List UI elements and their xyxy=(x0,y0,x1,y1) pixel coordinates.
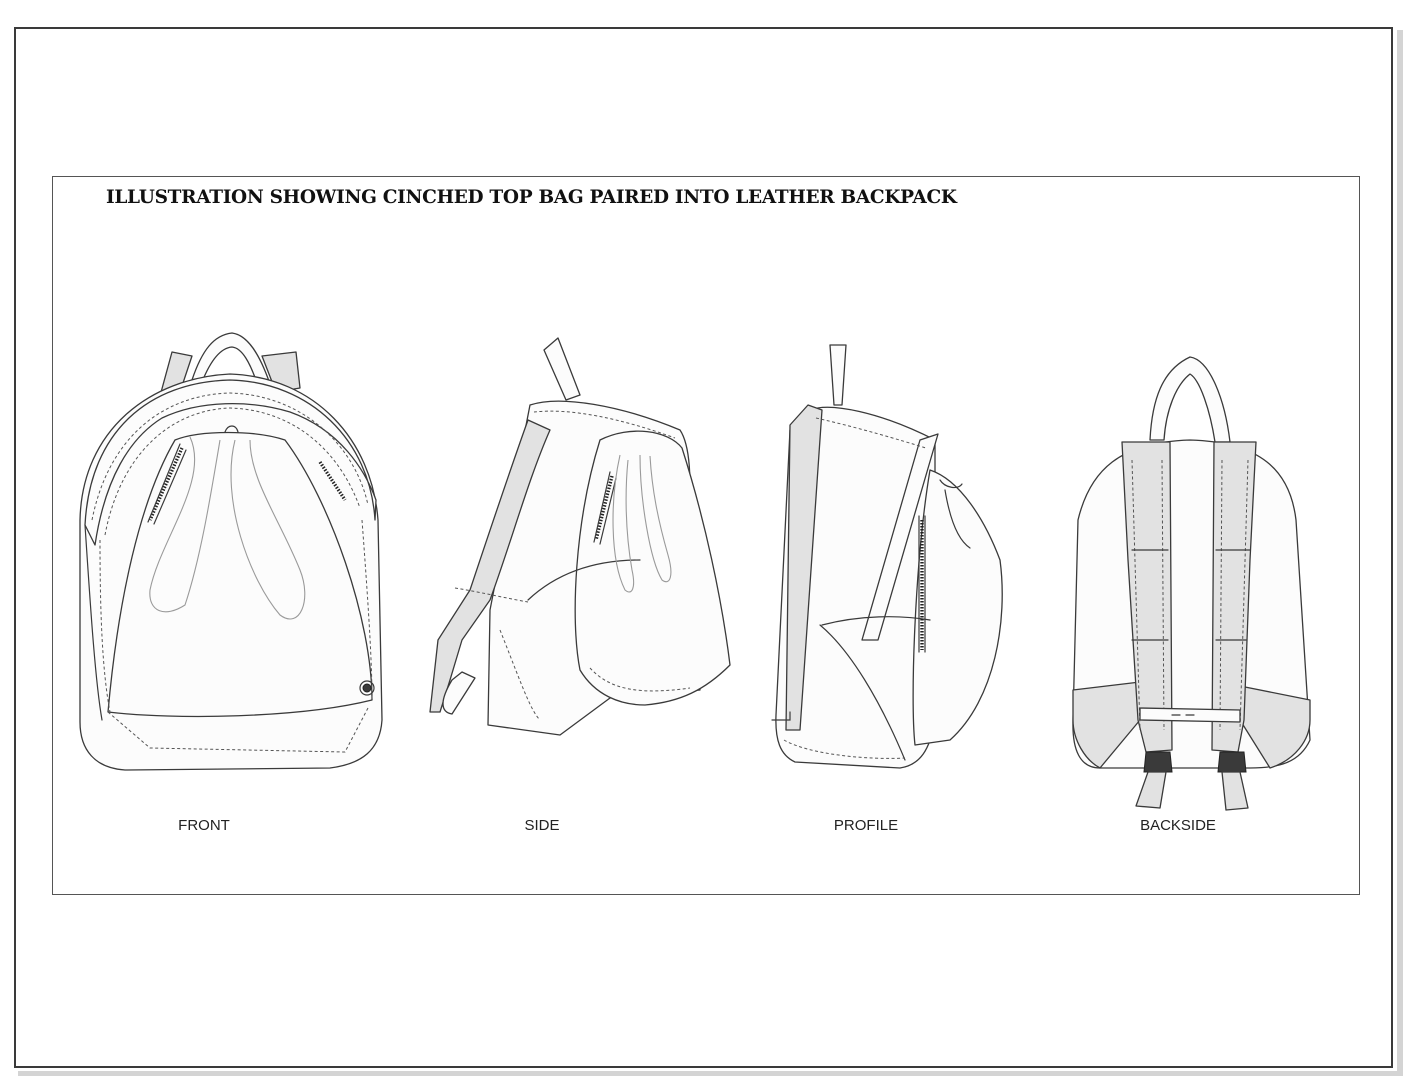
backside-lower-wing-right xyxy=(1239,685,1311,769)
front-snap-button xyxy=(362,683,372,693)
front-cinch-bag xyxy=(107,431,373,718)
backside-view-drawing xyxy=(1072,356,1311,811)
front-view-drawing xyxy=(79,332,383,771)
profile-view-drawing xyxy=(771,344,1003,769)
side-view-drawing xyxy=(429,337,731,736)
view-label-profile: PROFILE xyxy=(833,817,899,834)
side-cinch-bag xyxy=(574,430,731,706)
illustration-frame xyxy=(52,176,1360,895)
profile-back-panel xyxy=(785,404,823,731)
side-zipper xyxy=(594,475,614,541)
profile-side-strap xyxy=(861,433,939,641)
backside-lower-wing-left xyxy=(1072,681,1141,769)
side-top-loop xyxy=(543,337,581,401)
view-label-backside: BACKSIDE xyxy=(1140,817,1216,834)
profile-cinch-bag xyxy=(912,469,1003,746)
illustration-title: ILLUSTRATION SHOWING CINCHED TOP BAG PAI… xyxy=(106,187,957,208)
backside-left-buckle xyxy=(1143,751,1173,773)
front-left-zipper xyxy=(148,447,184,521)
front-arch-panel xyxy=(84,379,377,546)
backside-right-buckle xyxy=(1217,751,1247,773)
backside-top-handle xyxy=(1149,356,1231,443)
view-label-side: SIDE xyxy=(524,817,560,834)
view-label-front: FRONT xyxy=(178,817,230,834)
page-shadow-right xyxy=(1397,30,1403,1075)
profile-top-loop xyxy=(829,344,847,406)
page-shadow-bottom xyxy=(18,1071,1403,1076)
backside-right-strap xyxy=(1211,441,1257,753)
